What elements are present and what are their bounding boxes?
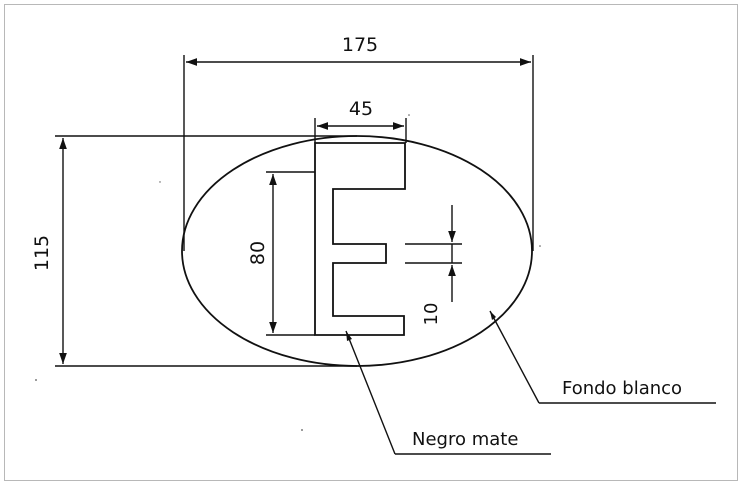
- height-dimension-value: 115: [31, 235, 53, 271]
- letter-height-dimension: [266, 171, 315, 336]
- plate-ellipse: [181, 135, 533, 367]
- width-dimension: [183, 55, 534, 251]
- letter-height-dimension-value: 80: [247, 241, 269, 265]
- letter-e-outline: [314, 142, 406, 336]
- letter-label: Negro mate: [412, 429, 518, 450]
- drawing-frame: [4, 4, 738, 481]
- stroke-gap-dimension-value: 10: [421, 303, 442, 326]
- width-dimension-value: 175: [342, 34, 378, 56]
- background-label: Fondo blanco: [562, 378, 682, 399]
- letter-width-dimension-value: 45: [349, 98, 373, 120]
- letter-width-dimension: [314, 118, 407, 143]
- scan-specks: [35, 114, 541, 431]
- letter-leader: [345, 330, 551, 455]
- height-dimension: [55, 135, 357, 367]
- background-leader: [489, 310, 716, 404]
- stroke-gap-dimension: [405, 205, 462, 302]
